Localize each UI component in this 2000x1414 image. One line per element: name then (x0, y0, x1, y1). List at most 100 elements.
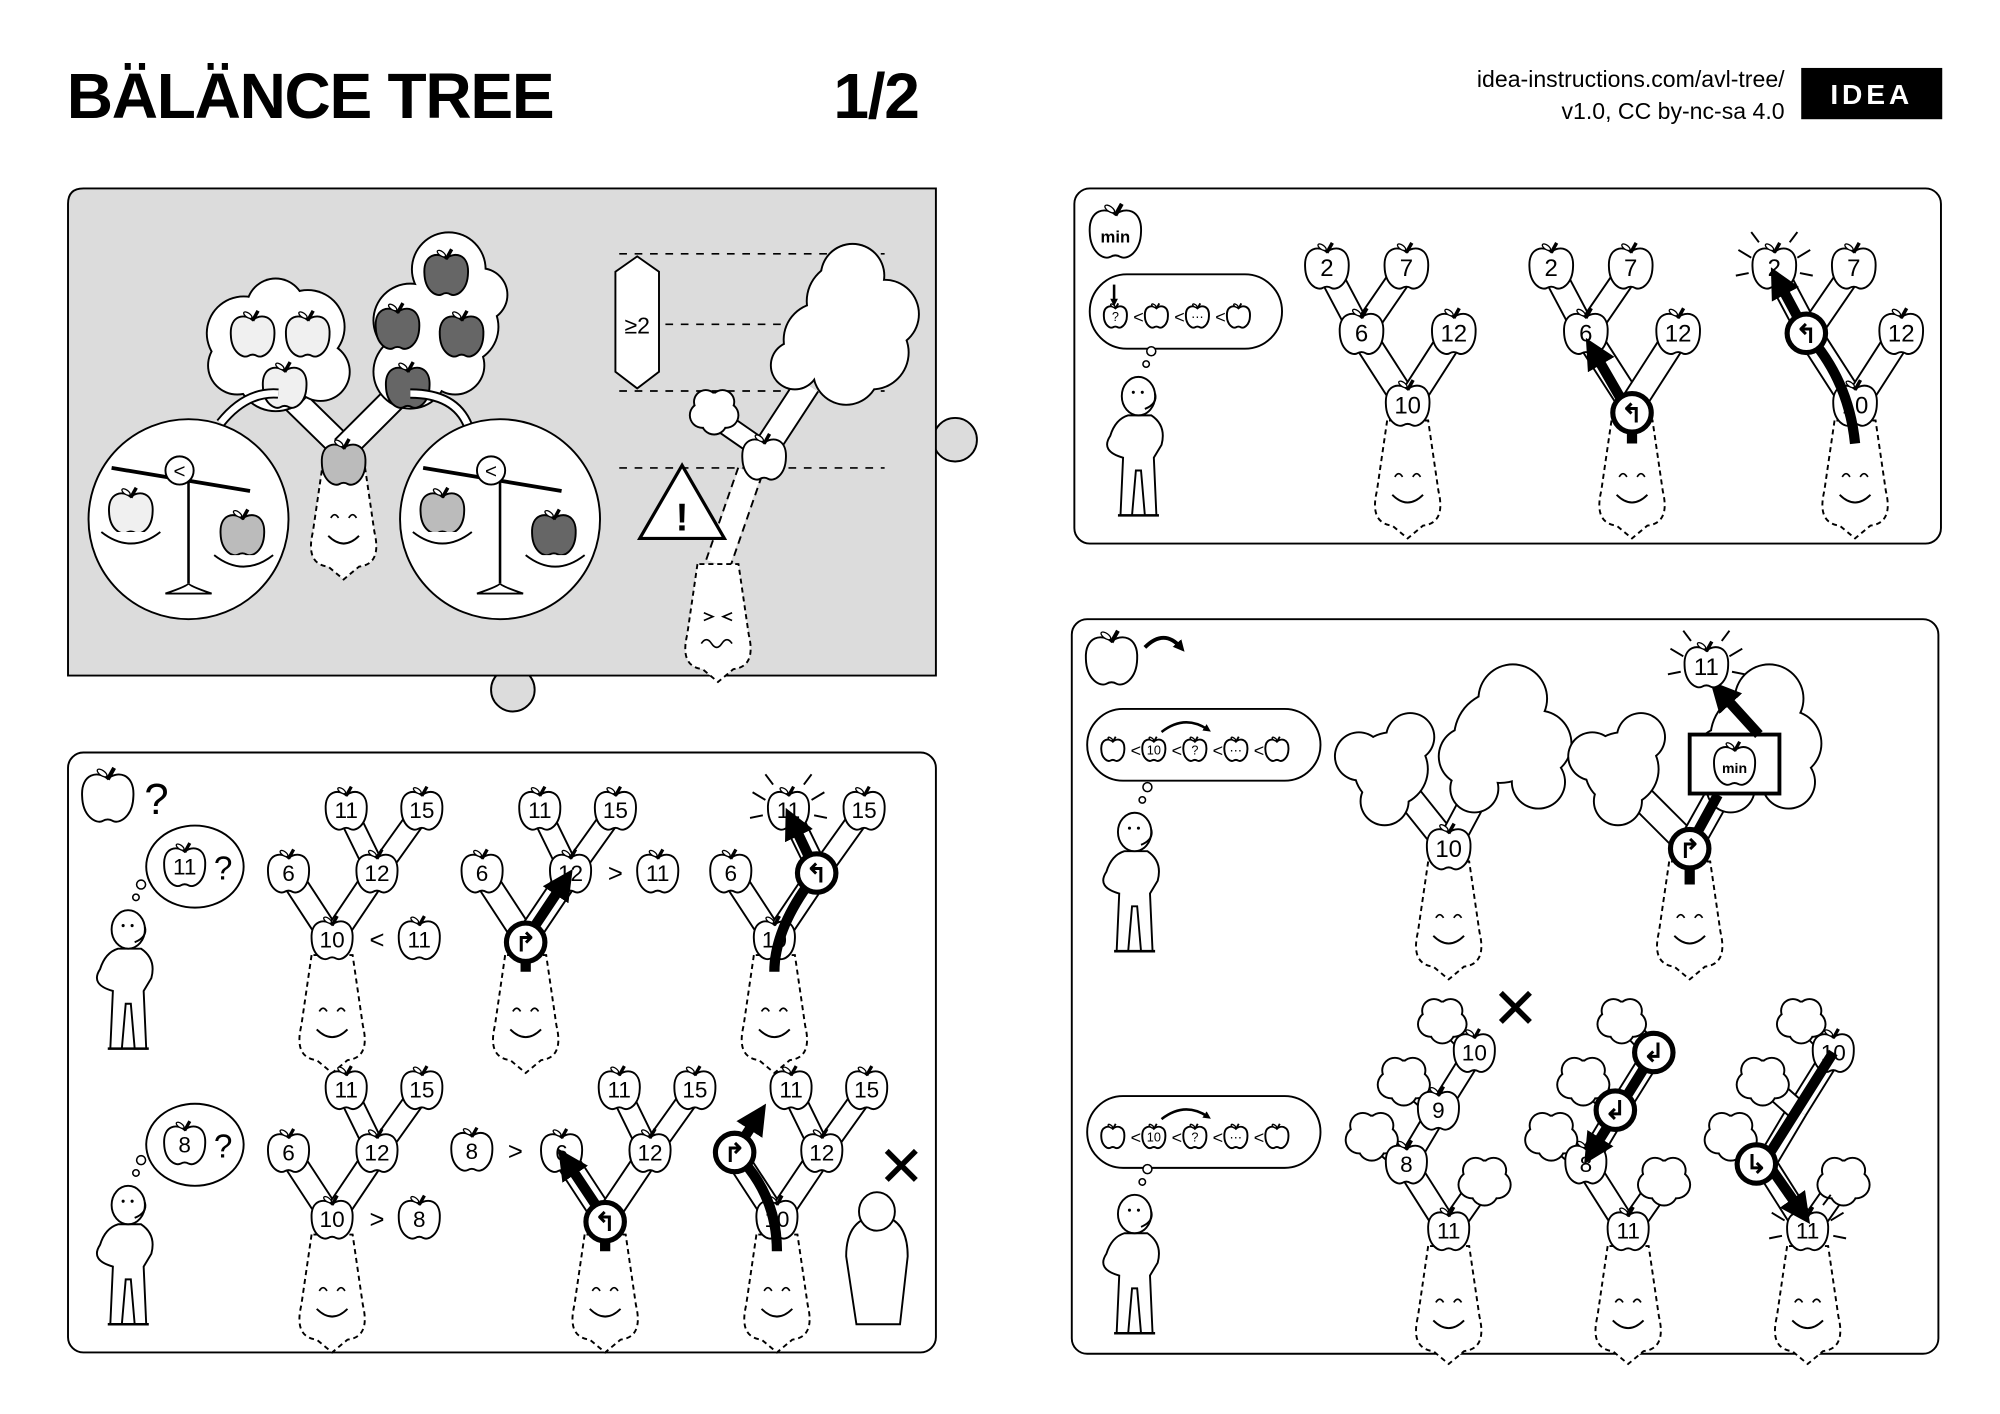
apple-node: 6 (267, 1128, 310, 1173)
apple-leaf (367, 1129, 377, 1137)
apple-leaf (530, 786, 540, 795)
apple-stem (693, 1065, 702, 1077)
apple-node: 6 (1563, 307, 1609, 355)
apple-leaf (1576, 308, 1586, 317)
apple-leaf (1398, 380, 1408, 389)
apple-leaf (175, 843, 185, 851)
apple-stem (129, 486, 138, 499)
search-question-icon: ? (144, 776, 168, 824)
apple-leaf (561, 849, 571, 858)
apple-stem (1626, 1206, 1635, 1218)
node-label: 11 (173, 854, 196, 879)
apple-leaf (462, 1127, 472, 1136)
apple-leaf (1230, 736, 1237, 742)
min-icon-label: min (1101, 227, 1131, 246)
apple-node: 12 (1431, 307, 1477, 355)
apple-leaf (412, 786, 422, 795)
apple-leaf (779, 786, 789, 795)
apple-node: 11 (518, 785, 562, 831)
node-label: 11 (779, 1077, 802, 1102)
apple-icon (450, 1131, 494, 1172)
direction-arrow-icon: ↰ (1796, 320, 1817, 348)
smile (760, 1308, 794, 1318)
apple-leaf (275, 362, 285, 371)
apple-icon (1102, 305, 1128, 329)
node-label: 15 (603, 798, 628, 823)
tree-trunk (1821, 419, 1889, 540)
apple-icon (741, 438, 787, 481)
apple-leaf (1668, 308, 1679, 317)
source-url[interactable]: idea-instructions.com/avl-tree/ (1477, 66, 1785, 92)
subtree-cloud (1816, 1156, 1871, 1207)
swap-arrow (1160, 721, 1211, 734)
header: BÄLÄNCE TREE 1/2 idea-instructions.com/a… (67, 60, 1943, 132)
apple-stem (569, 848, 578, 860)
apple-icon (229, 315, 276, 358)
happy-eyes (330, 513, 358, 519)
apple-leaf (1439, 1207, 1449, 1215)
happy-eyes (1435, 913, 1463, 919)
apple-leaf (857, 1066, 867, 1074)
happy-eyes (1618, 472, 1646, 478)
happy-eyes (318, 1286, 346, 1292)
apple-stem (1194, 1123, 1199, 1130)
apple-stem (330, 1194, 339, 1206)
apple-stem (306, 309, 315, 322)
node-label: 11 (1437, 1218, 1460, 1243)
idea-logo: IDEA (1801, 67, 1943, 120)
apple-icon (284, 315, 331, 358)
apple-leaf (1189, 1123, 1196, 1129)
apple-icon (845, 1070, 889, 1111)
node-label: 12 (809, 1140, 834, 1165)
apple-stem (1584, 307, 1593, 319)
node-label: 11 (1616, 1218, 1639, 1243)
apple-stem (1447, 822, 1456, 835)
apple-leaf (323, 1195, 333, 1204)
node-label: 12 (364, 1140, 389, 1165)
query-bubble: 11? (145, 824, 245, 909)
apple-node: 2 (1304, 242, 1350, 290)
happy-eyes (1794, 1298, 1822, 1303)
node-label: 15 (409, 1077, 434, 1102)
apple-stem (538, 785, 547, 797)
node-label: 9 (1432, 1098, 1445, 1123)
bubble-apple (1100, 736, 1126, 762)
apple-icon (267, 853, 310, 894)
apple-icon (1831, 247, 1877, 290)
bubble-apple: ? (1182, 1123, 1208, 1149)
apple-node: 7 (1383, 242, 1430, 290)
apple-stem (330, 915, 339, 927)
tree-trunk (309, 460, 378, 581)
apple-leaf (1107, 1123, 1114, 1129)
apple-leaf (452, 311, 462, 320)
apple-node: 10 (1452, 1028, 1496, 1073)
apple-icon (355, 1133, 399, 1173)
apple-node: 10 (1811, 1028, 1855, 1073)
node-label: ? (1191, 743, 1198, 757)
smile (1612, 1319, 1645, 1330)
node-label: 8 (413, 1207, 426, 1232)
query-bubble: 8? (145, 1102, 245, 1187)
search-apple-icon (81, 766, 135, 823)
apple-icon (597, 1070, 641, 1111)
apple-icon (81, 773, 135, 823)
smile (758, 1028, 791, 1039)
apple-node: 2 (1751, 242, 1798, 290)
apple-icon (1264, 738, 1290, 762)
apple-stem (1276, 1123, 1281, 1130)
apple-stem (417, 1194, 426, 1206)
tree-trunk (1656, 860, 1724, 981)
apple-node: 6 (460, 848, 504, 894)
apple-leaf (412, 1066, 422, 1074)
happy-eyes (1841, 472, 1869, 478)
node-label: ? (1191, 1130, 1198, 1144)
apple-stem (787, 785, 796, 797)
smile (1391, 494, 1424, 504)
apple-leaf (1619, 1207, 1629, 1215)
apple-node: 2 (1528, 242, 1574, 290)
apple-leaf (1439, 824, 1449, 832)
apple-stem (862, 785, 871, 797)
apple-icon (400, 790, 444, 831)
apple-icon (1141, 738, 1167, 762)
